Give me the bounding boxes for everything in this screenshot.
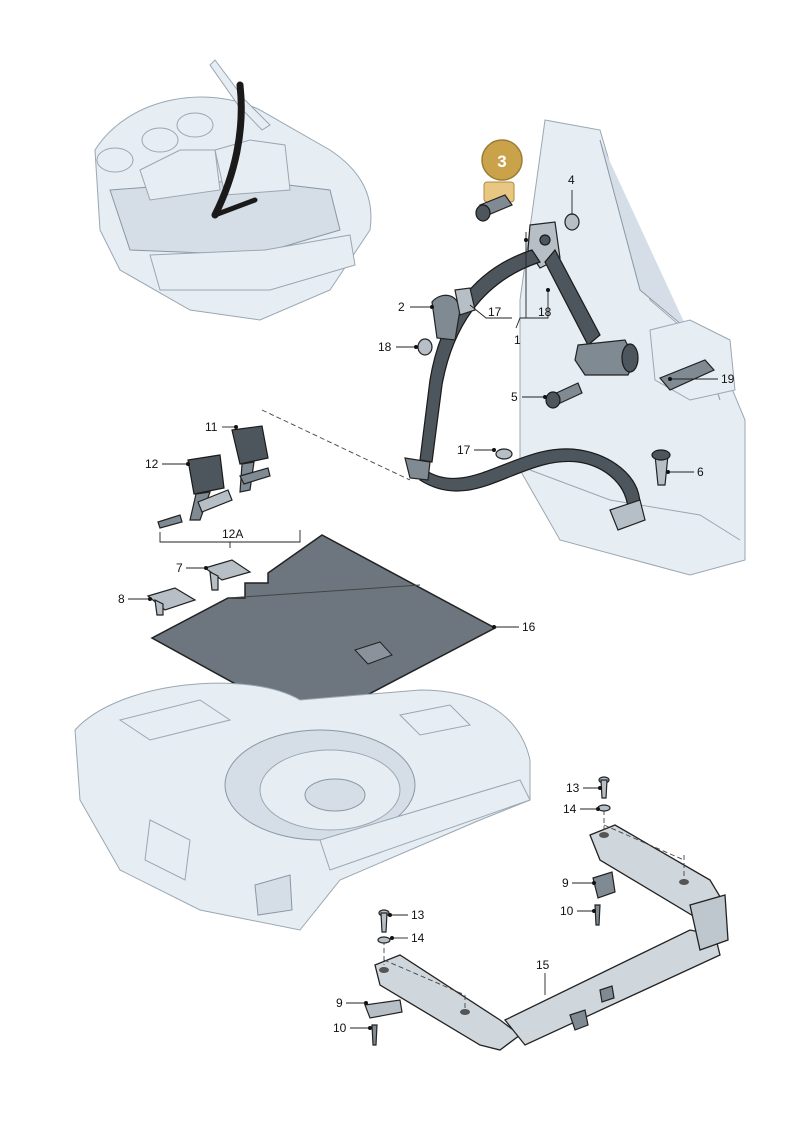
connector-dashed-1 xyxy=(261,409,411,481)
label-7: 7 xyxy=(176,561,183,575)
label-1: 1 xyxy=(514,333,521,347)
crossmember-15[interactable] xyxy=(374,810,729,1051)
label-15: 15 xyxy=(536,958,550,972)
bolt-13-right xyxy=(598,776,610,799)
label-11: 11 xyxy=(205,420,218,434)
belt-retractor xyxy=(574,339,636,376)
buckle-11 xyxy=(231,425,269,465)
part-labels: 2 17 18 1 4 18 5 19 17 6 11 12 12A 7 xyxy=(118,173,735,1035)
label-17-upper: 17 xyxy=(488,305,502,319)
label-17-lower: 17 xyxy=(457,443,471,457)
label-19: 19 xyxy=(721,372,735,386)
label-2: 2 xyxy=(398,300,405,314)
spacer-4 xyxy=(564,213,580,231)
screw-10-right xyxy=(594,904,601,926)
label-5: 5 xyxy=(511,390,518,404)
tab-8 xyxy=(146,587,197,616)
belt-guide-2 xyxy=(431,294,461,341)
trim-19 xyxy=(659,359,715,391)
washer-14-left xyxy=(377,936,391,944)
label-13-right: 13 xyxy=(566,781,580,795)
label-10-right: 10 xyxy=(560,904,574,918)
part-3-number: 3 xyxy=(497,152,506,171)
seat-belt-assembly xyxy=(404,190,715,531)
screw-10-left xyxy=(371,1024,378,1046)
bolt-12a-right xyxy=(239,467,271,485)
label-8: 8 xyxy=(118,592,125,606)
buckle-assembly xyxy=(157,425,301,548)
floor-cover-16[interactable] xyxy=(150,534,497,726)
vehicle-overview xyxy=(94,59,372,321)
tab-7 xyxy=(203,559,252,591)
label-14-left: 14 xyxy=(411,931,425,945)
label-13-left: 13 xyxy=(411,908,425,922)
belt-lower-anchor xyxy=(609,499,646,531)
buckle-12 xyxy=(187,454,225,495)
part-3-badge[interactable] xyxy=(481,139,523,181)
label-6: 6 xyxy=(697,465,704,479)
button-18 xyxy=(417,338,433,356)
bracket-9-left xyxy=(364,999,403,1019)
label-4: 4 xyxy=(568,173,575,187)
bolt-13-left xyxy=(378,909,390,933)
belt-latch-plate xyxy=(404,457,431,481)
spacer-12a xyxy=(197,489,233,513)
label-16: 16 xyxy=(522,620,536,634)
bolt-3-head xyxy=(475,204,491,222)
label-12a: 12A xyxy=(222,527,243,541)
cap-17 xyxy=(495,448,513,460)
label-9-right: 9 xyxy=(562,876,569,890)
label-9-left: 9 xyxy=(336,996,343,1010)
bolt-12a-left xyxy=(157,514,183,529)
label-18-upper: 18 xyxy=(538,305,552,319)
label-18-left: 18 xyxy=(378,340,392,354)
label-10-left: 10 xyxy=(333,1021,347,1035)
highlighted-part-3[interactable]: 3 xyxy=(475,139,523,222)
belt-webbing-diagonal xyxy=(419,249,541,463)
washer-14-right xyxy=(597,804,611,812)
label-14-right: 14 xyxy=(563,802,577,816)
luggage-compartment xyxy=(74,682,531,931)
bracket-9-right xyxy=(592,871,616,899)
label-12: 12 xyxy=(145,457,159,471)
